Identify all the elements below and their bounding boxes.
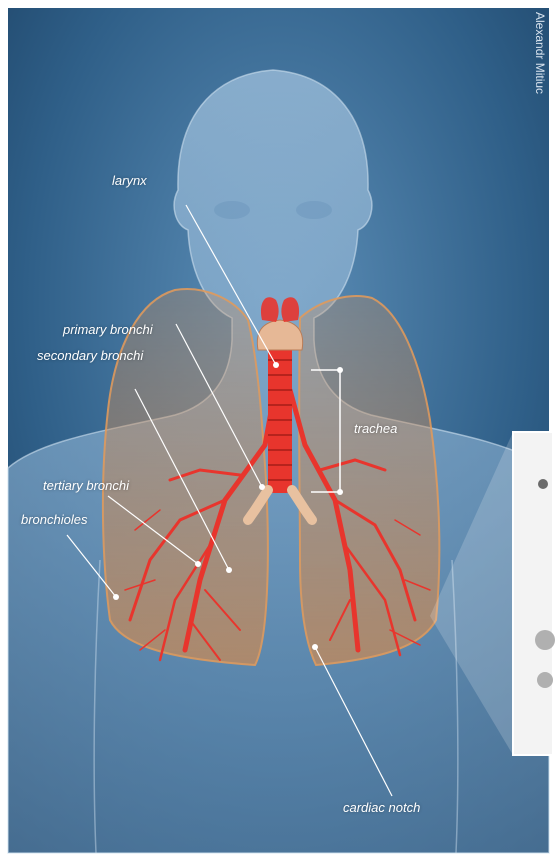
trachea-label: trachea [354, 421, 397, 436]
image-credit: Alexandr Mitiuc [533, 12, 547, 94]
bronchioles-label: bronchioles [21, 512, 88, 527]
primary-bronchi-label: primary bronchi [63, 322, 153, 337]
larynx-label: larynx [112, 173, 147, 188]
cardiac-notch-label: cardiac notch [343, 800, 420, 815]
secondary-bronchi-label: secondary bronchi [37, 348, 143, 363]
tertiary-bronchi-label: tertiary bronchi [43, 478, 129, 493]
